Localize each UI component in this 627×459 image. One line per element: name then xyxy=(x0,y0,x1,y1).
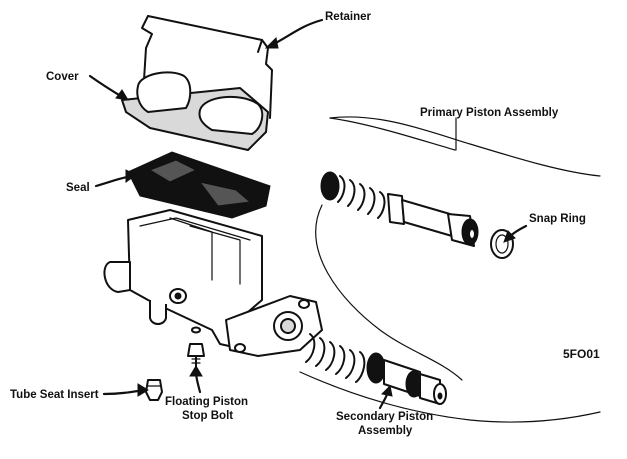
cylinder-body xyxy=(103,209,323,357)
callout-arrows xyxy=(88,18,528,410)
cover-label: Cover xyxy=(46,71,79,83)
floating-piston-label-line1: Floating Piston xyxy=(165,396,248,408)
tube-seat-insert-label: Tube Seat Insert xyxy=(10,389,99,401)
stop-bolt-part xyxy=(187,326,205,369)
retainer-label: Retainer xyxy=(325,11,372,23)
seal-part xyxy=(127,151,271,219)
retainer-part xyxy=(141,15,273,119)
cover-part xyxy=(121,71,269,151)
secondary-piston-part xyxy=(305,333,447,405)
secondary-piston-label-line2: Assembly xyxy=(358,425,413,437)
figure-code: 5FO01 xyxy=(563,347,600,361)
background-contours xyxy=(299,116,601,423)
snap-ring-label: Snap Ring xyxy=(529,213,586,225)
seal-label: Seal xyxy=(66,182,90,194)
floating-piston-label-line2: Stop Bolt xyxy=(182,410,233,422)
callout-labels: Retainer Cover Seal Primary Piston Assem… xyxy=(10,11,600,437)
primary-piston-label: Primary Piston Assembly xyxy=(420,107,559,119)
primary-piston-part xyxy=(320,171,479,247)
secondary-piston-label-line1: Secondary Piston xyxy=(336,411,433,423)
tube-seat-insert-part xyxy=(145,379,163,401)
snap-ring-part xyxy=(490,229,514,259)
